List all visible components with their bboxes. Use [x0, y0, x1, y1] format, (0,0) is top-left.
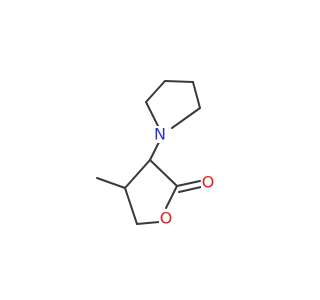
carbonyl-double-bond: [176, 180, 202, 193]
bond-c2-o1: [165, 185, 178, 209]
bond-c2-o-carbonyl-2: [178, 186, 202, 193]
lactone-ring: [124, 159, 178, 225]
atom-ring-oxygen: O: [159, 209, 174, 228]
bond-cb-cc: [164, 80, 194, 83]
bond-o1-c5: [136, 221, 160, 225]
bond-cc-cd: [192, 81, 201, 109]
bond-c4-methyl: [96, 177, 126, 189]
molecule-canvas: N O O: [96, 80, 216, 228]
atom-nitrogen: N: [153, 125, 168, 144]
pyrrolidine-ring: [145, 80, 201, 131]
ring-oxygen-label: O: [160, 209, 173, 228]
bond-n-c3: [149, 139, 161, 161]
bond-cd-n: [171, 107, 201, 129]
molecule-structure: N O O: [96, 80, 216, 228]
bond-n-ca: [145, 101, 161, 131]
bond-c3-c2: [149, 159, 178, 187]
bond-c4-c3: [124, 159, 151, 189]
nitrogen-label: N: [154, 125, 166, 144]
bond-c2-o-carbonyl-1: [176, 180, 201, 187]
bond-ca-cb: [145, 80, 166, 103]
bond-c5-c4: [124, 187, 138, 225]
carbonyl-oxygen-label: O: [202, 173, 215, 192]
atom-carbonyl-oxygen: O: [201, 173, 216, 192]
